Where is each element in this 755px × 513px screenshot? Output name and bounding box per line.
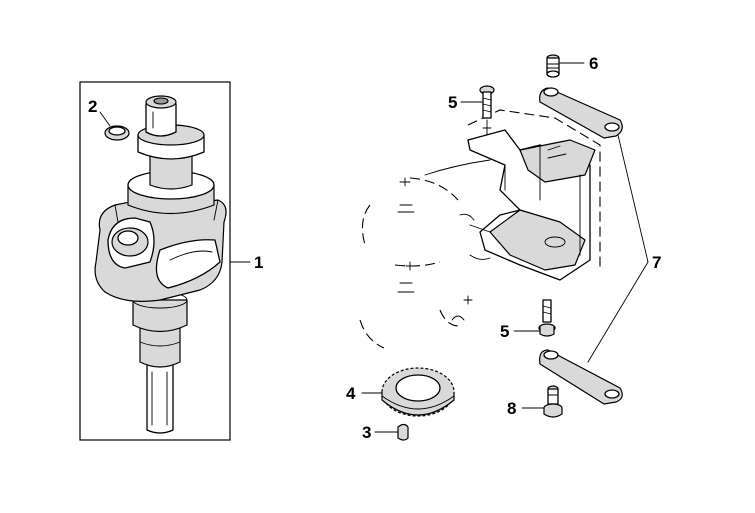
crank-gear-part[interactable] — [381, 367, 455, 417]
callout-3: 3 — [362, 423, 371, 442]
bolt-lower-part[interactable] — [538, 299, 556, 337]
bolt-upper-part[interactable] — [479, 85, 495, 136]
engine-case-phantom — [359, 177, 475, 349]
callout-4: 4 — [346, 384, 356, 403]
callout-5-upper: 5 — [448, 93, 457, 112]
callout-7: 7 — [652, 253, 661, 272]
callout-labels: 1 2 3 4 5 5 6 7 8 — [88, 54, 661, 442]
flange-bolt-part[interactable] — [543, 385, 563, 418]
key-part[interactable] — [397, 423, 409, 441]
callout-6: 6 — [589, 54, 598, 73]
link-plate-upper-part[interactable] — [539, 87, 623, 139]
crankshaft-part[interactable] — [94, 95, 227, 434]
seal-ring-part[interactable] — [104, 125, 130, 141]
callout-8: 8 — [507, 399, 516, 418]
leader-lines — [99, 62, 649, 433]
balancer-bracket-part[interactable] — [424, 109, 601, 281]
crankshaft-frame — [79, 81, 231, 441]
callout-5-lower: 5 — [500, 322, 509, 341]
callout-1: 1 — [254, 253, 263, 272]
stud-bolt-part[interactable] — [546, 54, 560, 78]
link-plate-lower-part[interactable] — [539, 349, 623, 405]
callout-2: 2 — [88, 97, 97, 116]
crankshaft-group — [79, 81, 231, 441]
